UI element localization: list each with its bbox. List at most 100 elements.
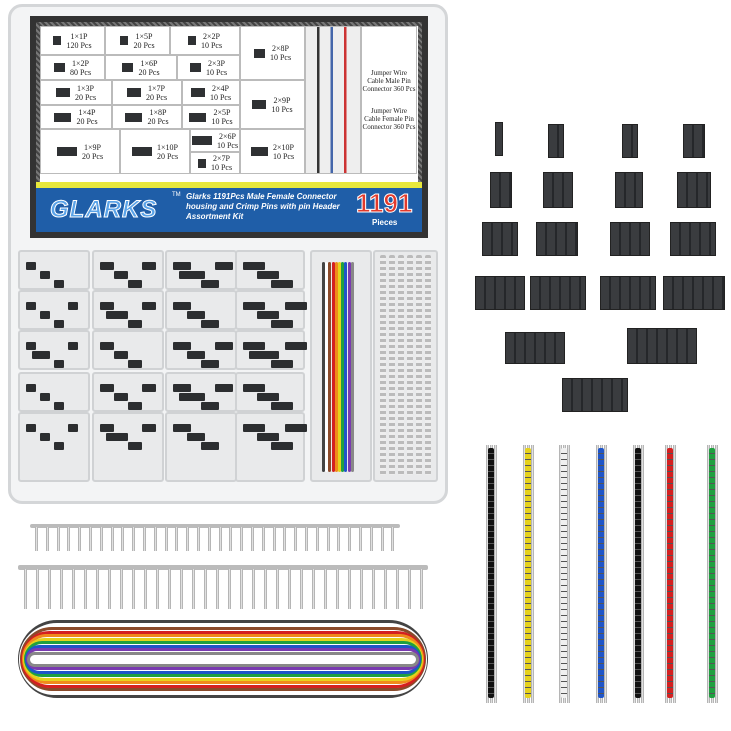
jumper-male-text: Jumper Wire Cable Male Pin Connector 360… <box>362 69 416 93</box>
crimp-pin <box>300 569 303 609</box>
housing-piece <box>285 424 307 432</box>
header-pin <box>531 445 534 703</box>
housing-piece <box>173 384 191 392</box>
housing-piece <box>40 311 50 319</box>
compartment <box>92 250 164 290</box>
housing-piece <box>257 393 279 401</box>
header-strip <box>709 448 715 698</box>
cell-name: 1×5P <box>135 31 153 41</box>
compartment <box>92 372 164 412</box>
jumper-wire <box>331 262 335 472</box>
housing-piece <box>215 262 233 270</box>
compartment <box>235 250 305 290</box>
housing-piece <box>54 360 64 368</box>
connector-icon <box>53 36 62 45</box>
cell-qty: 10 Pcs <box>271 104 293 114</box>
compartment <box>18 330 90 370</box>
compartment <box>92 290 164 330</box>
compartment <box>235 412 307 482</box>
jumper-wire <box>341 262 345 472</box>
crimp-pin <box>175 527 179 551</box>
compartment <box>235 290 307 330</box>
housing-piece <box>128 442 142 450</box>
compartment <box>18 412 90 482</box>
compartment <box>165 290 237 330</box>
crimp-pin <box>180 569 183 609</box>
compartment <box>235 330 307 370</box>
connector-housing <box>600 276 656 310</box>
connector-housing <box>562 378 628 412</box>
housing-piece <box>114 393 128 401</box>
housing-piece <box>201 280 219 288</box>
housing-piece <box>128 280 142 288</box>
crimp-pin-bundle <box>389 255 395 475</box>
header-pin <box>715 445 718 703</box>
brand-logo: GLARKS <box>49 196 158 224</box>
housing-piece <box>271 280 293 288</box>
housing-piece <box>26 424 36 432</box>
crimp-pin <box>312 569 315 609</box>
header-pin <box>673 445 676 703</box>
housing-piece <box>100 302 114 310</box>
cell-qty: 20 Pcs <box>81 151 104 161</box>
housing-piece <box>40 433 50 441</box>
crimp-pin <box>110 527 114 551</box>
crimp-pin <box>276 569 279 609</box>
cell-name: 2×8P <box>272 44 289 53</box>
cell-name: 2×10P <box>273 142 294 152</box>
housing-piece <box>68 424 78 432</box>
crimp-pin <box>294 527 298 551</box>
jumper-wire <box>350 262 354 472</box>
crimp-pin <box>153 527 157 551</box>
housing-piece <box>243 342 265 350</box>
crimp-pin <box>369 527 373 551</box>
housing-piece <box>114 433 128 441</box>
header-strip <box>525 448 531 698</box>
crimp-pin <box>120 569 123 609</box>
connector-housing <box>683 124 705 158</box>
crimp-pin <box>229 527 233 551</box>
cell-name: 1×2P <box>72 58 89 68</box>
housing-piece <box>243 302 265 310</box>
connector-housing <box>530 276 586 310</box>
housing-piece <box>201 442 219 450</box>
housing-piece <box>249 351 271 359</box>
housing-piece <box>187 311 205 319</box>
crimp-pin <box>121 527 125 551</box>
header-pin <box>596 445 599 703</box>
crimp-pin <box>228 569 231 609</box>
connector-housing <box>663 276 725 310</box>
cell-qty: 20 Pcs <box>145 92 168 102</box>
header-strip <box>561 448 567 698</box>
crimp-pin-bundle <box>407 255 413 475</box>
crimp-pin <box>252 569 255 609</box>
header-strip <box>598 448 604 698</box>
housing-piece <box>201 402 219 410</box>
housing-piece <box>271 402 293 410</box>
crimp-pin <box>132 527 136 551</box>
connector-icon <box>56 147 77 156</box>
housing-piece <box>128 320 142 328</box>
crimp-pin <box>156 569 159 609</box>
connector-icon <box>190 88 205 97</box>
connector-icon <box>131 147 152 156</box>
cell-name: 2×2P <box>203 31 220 41</box>
crimp-pin <box>164 527 168 551</box>
crimp-pin <box>67 527 71 551</box>
header-strip <box>488 448 494 698</box>
crimp-pin <box>35 527 38 551</box>
crimp-pin <box>192 569 195 609</box>
